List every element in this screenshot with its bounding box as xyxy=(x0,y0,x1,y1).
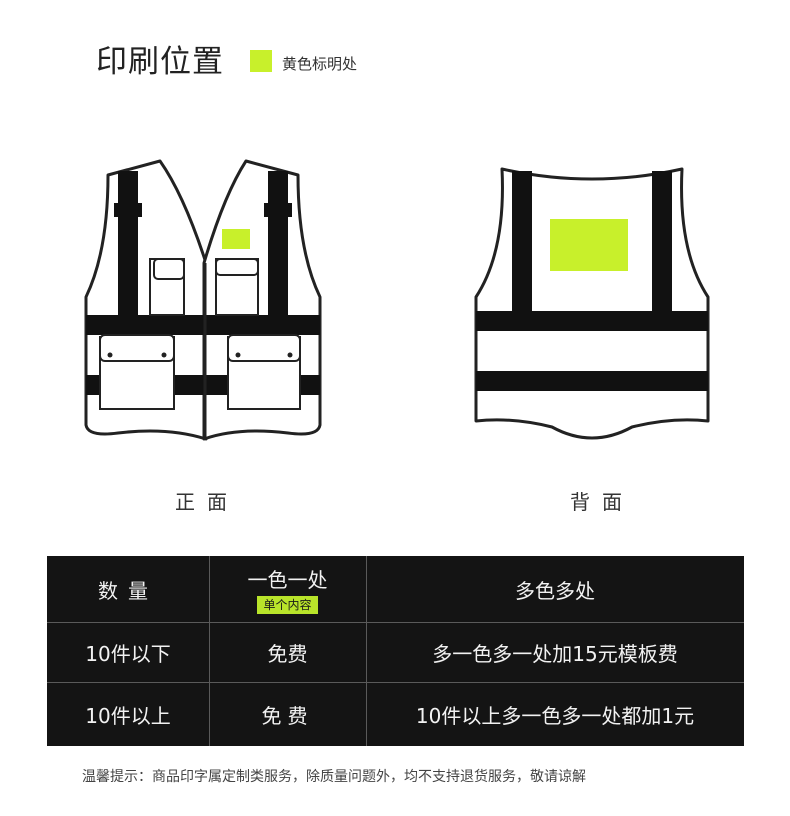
table-row-1-quantity: 10件以下 xyxy=(85,641,171,666)
table-row-2-multi: 10件以上多一色多一处都加1元 xyxy=(415,703,695,728)
single-content-badge: 单个内容 xyxy=(257,596,318,614)
legend-label: 黄色标明处 xyxy=(282,55,358,73)
header-multi-color: 多色多处 xyxy=(515,578,595,603)
back-print-area xyxy=(550,219,628,271)
header-single-color: 一色一处 单个内容 xyxy=(247,568,328,614)
back-vest-outline xyxy=(474,167,710,440)
table-row-2-quantity: 10件以上 xyxy=(85,703,171,728)
front-vest-illustration xyxy=(84,159,322,443)
back-caption: 背面 xyxy=(570,490,634,514)
back-vest-illustration xyxy=(474,167,710,440)
price-table: 数量 一色一处 单个内容 多色多处 10件以下 免费 多一色多一处加15元模板费… xyxy=(47,556,744,746)
table-row-1-multi: 多一色多一处加15元模板费 xyxy=(432,641,678,666)
legend-swatch xyxy=(250,50,272,72)
header-quantity: 数量 xyxy=(98,578,158,603)
front-print-area xyxy=(222,229,250,249)
footer-note: 温馨提示：商品印字属定制类服务，除质量问题外，均不支持退货服务，敬请谅解 xyxy=(82,769,586,785)
front-caption: 正面 xyxy=(175,490,239,514)
table-row-2-single: 免费 xyxy=(261,703,314,728)
page-title: 印刷位置 xyxy=(96,44,224,80)
table-row-1-single: 免费 xyxy=(267,641,308,666)
